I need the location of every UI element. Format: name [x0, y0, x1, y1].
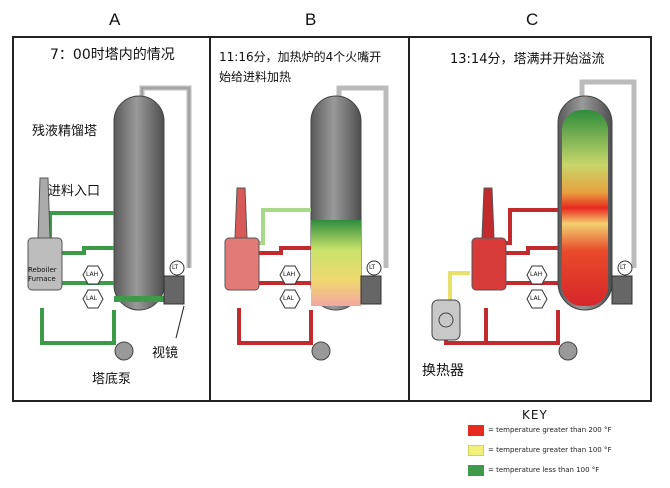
overhead-pipe	[579, 79, 637, 268]
panel-a: 7：00时塔内的情况 残液精馏塔 进料入口 Reboiler Furnace L…	[12, 36, 211, 402]
bottom-return-pipe	[237, 308, 313, 345]
panel-b-diagram	[224, 85, 389, 361]
tower-liquid-level	[311, 220, 361, 306]
pump-label: 塔底泵	[92, 372, 132, 387]
panel-a-title: 7：00时塔内的情况	[50, 47, 175, 63]
lt-transmitter	[366, 260, 382, 276]
key-item-warm: = temperature greater than 100 °F	[468, 444, 668, 458]
lah-label: LAH	[86, 271, 99, 278]
key-swatch-cool	[468, 465, 484, 476]
bottom-pump	[114, 341, 134, 361]
panel-b: 11:16分，加热炉的4个火嘴开 始给进料加热 LAH LAL LT	[209, 36, 410, 402]
bottom-pump	[311, 341, 331, 361]
bottom-return-pipe	[40, 308, 116, 345]
lal-alarm	[279, 289, 301, 309]
heat-exchanger	[431, 299, 461, 341]
level-gauge	[360, 275, 382, 305]
lt-label: LT	[620, 264, 627, 271]
key-swatch-hot	[468, 425, 484, 436]
lt-label: LT	[369, 264, 376, 271]
panel-a-header: A	[109, 10, 121, 29]
level-gauge	[163, 275, 185, 305]
furnace-stack	[234, 187, 248, 239]
lah-label: LAH	[530, 271, 543, 278]
exchanger-feed-pipe	[448, 271, 470, 304]
panel-c-header: C	[526, 10, 539, 29]
level-gauge	[611, 275, 633, 305]
exchanger-label: 换热器	[422, 363, 464, 379]
key-item-hot: = temperature greater than 200 °F	[468, 424, 668, 438]
lal-label: LAL	[530, 295, 541, 302]
furnace-label: Furnace	[28, 275, 56, 283]
key-title: KEY	[522, 408, 548, 422]
key-label-warm: = temperature greater than 100 °F	[488, 446, 612, 454]
key-label-cool: = temperature less than 100 °F	[488, 466, 600, 474]
panel-b-header: B	[305, 10, 317, 29]
lt-transmitter	[169, 260, 185, 276]
panel-c-diagram	[431, 79, 637, 361]
feed-pipe-mid	[59, 246, 114, 255]
key-label-hot: = temperature greater than 200 °F	[488, 426, 612, 434]
panel-a-diagram	[27, 85, 192, 361]
panel-b-title-line2: 始给进料加热	[219, 70, 292, 84]
reboiler-furnace	[27, 237, 63, 291]
distillation-tower	[113, 95, 165, 311]
bottom-return-pipe	[484, 308, 560, 345]
feed-inlet-label: 进料入口	[48, 184, 101, 199]
tower-bottom-level	[114, 296, 164, 302]
lal-alarm	[82, 289, 104, 309]
tower-liquid-level	[562, 110, 608, 306]
reboiler-furnace	[224, 237, 260, 291]
key-swatch-warm	[468, 445, 484, 456]
feed-pipe-mid	[256, 246, 311, 255]
reboiler-furnace	[471, 237, 507, 291]
lal-label: LAL	[86, 295, 97, 302]
lal-label: LAL	[283, 295, 294, 302]
lah-alarm	[526, 265, 548, 285]
reboiler-label: Reboiler	[28, 266, 57, 274]
feed-pipe-mid	[504, 246, 558, 255]
lt-label: LT	[172, 264, 179, 271]
panel-c-title: 13:14分，塔满并开始溢流	[450, 52, 605, 67]
panel-c: 13:14分，塔满并开始溢流 换热器 LAH LAL LT	[408, 36, 652, 402]
lah-alarm	[279, 265, 301, 285]
bottom-pump	[558, 341, 578, 361]
sightglass-label: 视镜	[152, 346, 179, 361]
key-item-cool: = temperature less than 100 °F	[468, 464, 668, 478]
furnace-stack	[481, 187, 495, 239]
lt-transmitter	[617, 260, 633, 276]
lah-alarm	[82, 265, 104, 285]
lah-label: LAH	[283, 271, 296, 278]
tower-label: 残液精馏塔	[32, 124, 98, 139]
panel-b-title-line1: 11:16分，加热炉的4个火嘴开	[219, 50, 382, 64]
lal-alarm	[526, 289, 548, 309]
